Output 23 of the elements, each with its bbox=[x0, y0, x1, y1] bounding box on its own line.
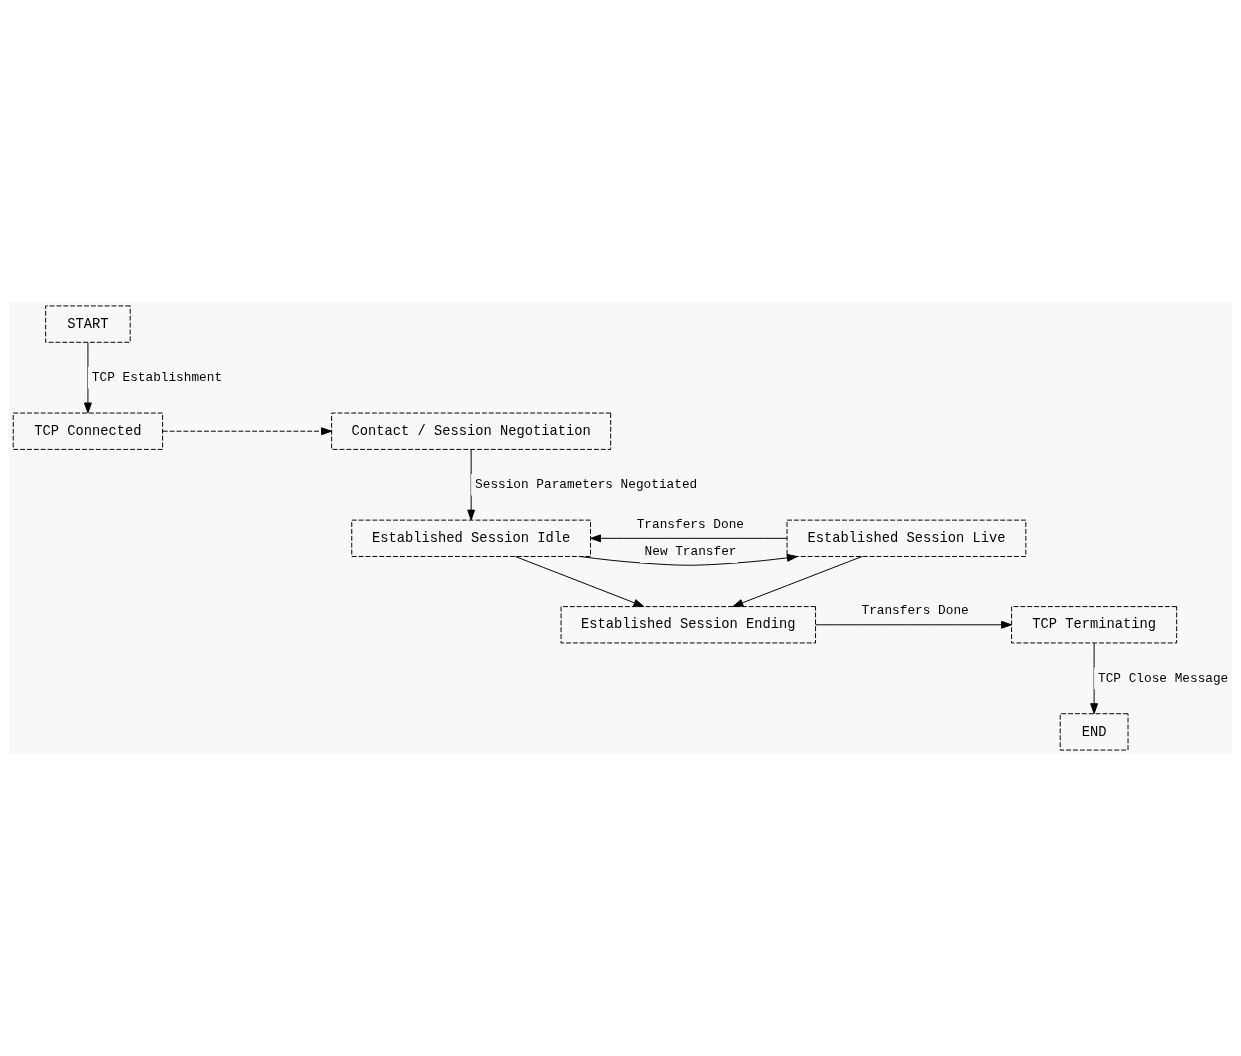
arrow bbox=[162, 427, 332, 436]
edge-label: TCP Close Message bbox=[1098, 670, 1229, 686]
node-box: TCP Connected bbox=[12, 412, 164, 450]
arrow bbox=[1090, 642, 1099, 714]
node-box: TCP Terminating bbox=[1011, 606, 1178, 644]
node-box: END bbox=[1059, 713, 1129, 751]
node-box: Established Session Live bbox=[786, 519, 1027, 557]
arrow bbox=[815, 620, 1012, 629]
edge-label: Transfers Done bbox=[861, 603, 969, 619]
edge-label: Session Parameters Negotiated bbox=[475, 477, 698, 493]
arrow bbox=[467, 449, 476, 521]
edge-label: New Transfer bbox=[644, 544, 737, 560]
arrow bbox=[590, 534, 788, 543]
node-box: Contact / Session Negotiation bbox=[331, 412, 612, 450]
arrow bbox=[514, 556, 645, 607]
arrow bbox=[84, 341, 92, 414]
arrow bbox=[579, 553, 798, 566]
node-box: START bbox=[45, 305, 131, 343]
edge-label: Transfers Done bbox=[636, 516, 744, 532]
node-box: Established Session Ending bbox=[560, 606, 817, 644]
arrow bbox=[732, 556, 863, 607]
edge-label: TCP Establishment bbox=[91, 370, 223, 385]
node-box: Established Session Idle bbox=[351, 519, 591, 557]
